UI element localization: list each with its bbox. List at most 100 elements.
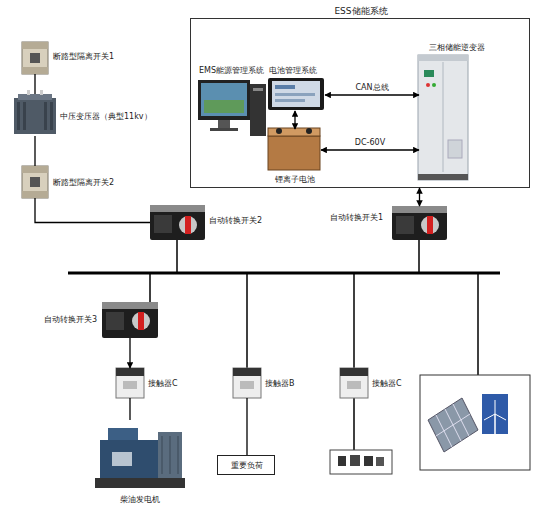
switch-body	[22, 166, 48, 198]
pc-drive	[253, 88, 263, 91]
wire	[246, 273, 248, 368]
contactor-body	[233, 368, 261, 398]
load-box	[330, 450, 392, 474]
monitor-screen	[201, 83, 247, 116]
blur-mark	[364, 456, 373, 466]
contactor: 接触器C	[116, 368, 144, 398]
contactor-window	[123, 381, 137, 389]
turbine-blade	[495, 400, 496, 414]
connector	[321, 149, 419, 150]
generator-base	[95, 478, 185, 488]
transfer-switch: 自动转换开关3	[102, 302, 158, 338]
ats-body	[102, 302, 158, 338]
cabinet-button	[426, 83, 430, 87]
connector	[419, 188, 420, 206]
renewable-frame	[420, 375, 530, 470]
transfer-switch: 自动转换开关2	[150, 205, 205, 240]
wire	[418, 240, 420, 273]
wind-photo	[482, 394, 508, 434]
switch-terminal	[22, 67, 48, 74]
ats-terminal	[150, 205, 205, 212]
generator-radiator	[158, 432, 182, 478]
turbine-blade	[495, 414, 506, 420]
cabinet-door	[443, 62, 444, 172]
connector	[294, 111, 295, 129]
bms-screen	[272, 81, 320, 107]
blur-mark	[376, 457, 384, 466]
pc-tower	[250, 84, 266, 136]
edge-label: CAN总线	[355, 83, 388, 93]
inverter-cabinet	[418, 55, 468, 180]
battery-terminal	[276, 128, 282, 134]
ats-knob	[132, 312, 150, 330]
battery-top	[268, 128, 320, 136]
ats-panel	[106, 312, 124, 330]
transformer-fin	[17, 102, 20, 130]
battery-terminal	[306, 128, 312, 134]
node-label: EMS能源管理系统	[199, 66, 269, 76]
screen-bar	[275, 85, 295, 89]
cabinet-base	[418, 174, 468, 180]
contactor: 接触器C	[340, 368, 368, 398]
cabinet-vent	[448, 140, 462, 158]
load-box: 重要负荷	[217, 455, 275, 475]
switch-handle	[30, 53, 40, 63]
transformer-body	[14, 98, 56, 134]
connector	[35, 198, 150, 223]
ats-handle	[138, 312, 144, 330]
transformer-fin	[50, 102, 53, 130]
wire	[477, 273, 479, 375]
node-label: 断路型隔离开关2	[53, 178, 133, 188]
bms-screen: 电池管理系统	[269, 79, 325, 111]
ess-system-box: ESS储能系统EMS能源管理系统电池管理系统锂离子电池三相储能逆变器	[190, 18, 530, 188]
switch-handle	[30, 177, 40, 187]
monitor-base	[210, 128, 238, 131]
cabinet-button	[432, 83, 436, 87]
screen-bar	[275, 99, 305, 102]
node-label: 柴油发电机	[95, 495, 185, 505]
node-label: 重要负荷	[218, 461, 276, 471]
edge-label: DC-60V	[355, 138, 385, 148]
ats-knob	[179, 216, 197, 234]
ats-handle	[185, 216, 191, 234]
bushing	[40, 90, 43, 95]
cabinet-screen	[424, 70, 434, 77]
transformer: 中压变压器（典型11kv）	[14, 94, 56, 136]
transformer-top	[18, 94, 52, 100]
panel-grid	[436, 414, 470, 436]
node-label: 自动转换开关1	[330, 213, 390, 223]
node-label: 电池管理系统	[269, 66, 329, 76]
ats-panel	[154, 215, 172, 233]
screen-image	[204, 100, 244, 113]
transformer-fin	[44, 102, 47, 130]
connector	[129, 398, 130, 420]
ats-panel	[396, 216, 414, 234]
generator-panel	[112, 452, 132, 466]
ats-body	[392, 206, 447, 240]
blur-mark	[350, 455, 360, 466]
node-label: 自动转换开关2	[209, 216, 279, 226]
wire	[149, 273, 151, 302]
turbine-blade	[484, 414, 495, 420]
contactor-window	[347, 381, 361, 389]
node-label: 三相储能逆变器	[429, 43, 509, 53]
node-label: 接触器C	[148, 379, 198, 389]
switch-body	[22, 42, 48, 74]
battery-pack: 锂离子电池	[269, 129, 321, 171]
ats-terminal	[392, 206, 447, 213]
ats-handle	[427, 216, 433, 234]
contactor-top	[233, 368, 261, 376]
contactor-body	[116, 368, 144, 398]
radiator-line	[178, 436, 179, 474]
contactor-body	[340, 368, 368, 398]
node-label: 接触器C	[372, 379, 422, 389]
diesel-generator: 柴油发电机	[95, 420, 185, 492]
ems-computer: EMS能源管理系统	[199, 79, 267, 139]
switch-terminal	[22, 166, 48, 173]
contactor-top	[340, 368, 368, 376]
monitor	[198, 80, 250, 120]
ats-body	[150, 205, 205, 240]
connector	[325, 94, 419, 95]
